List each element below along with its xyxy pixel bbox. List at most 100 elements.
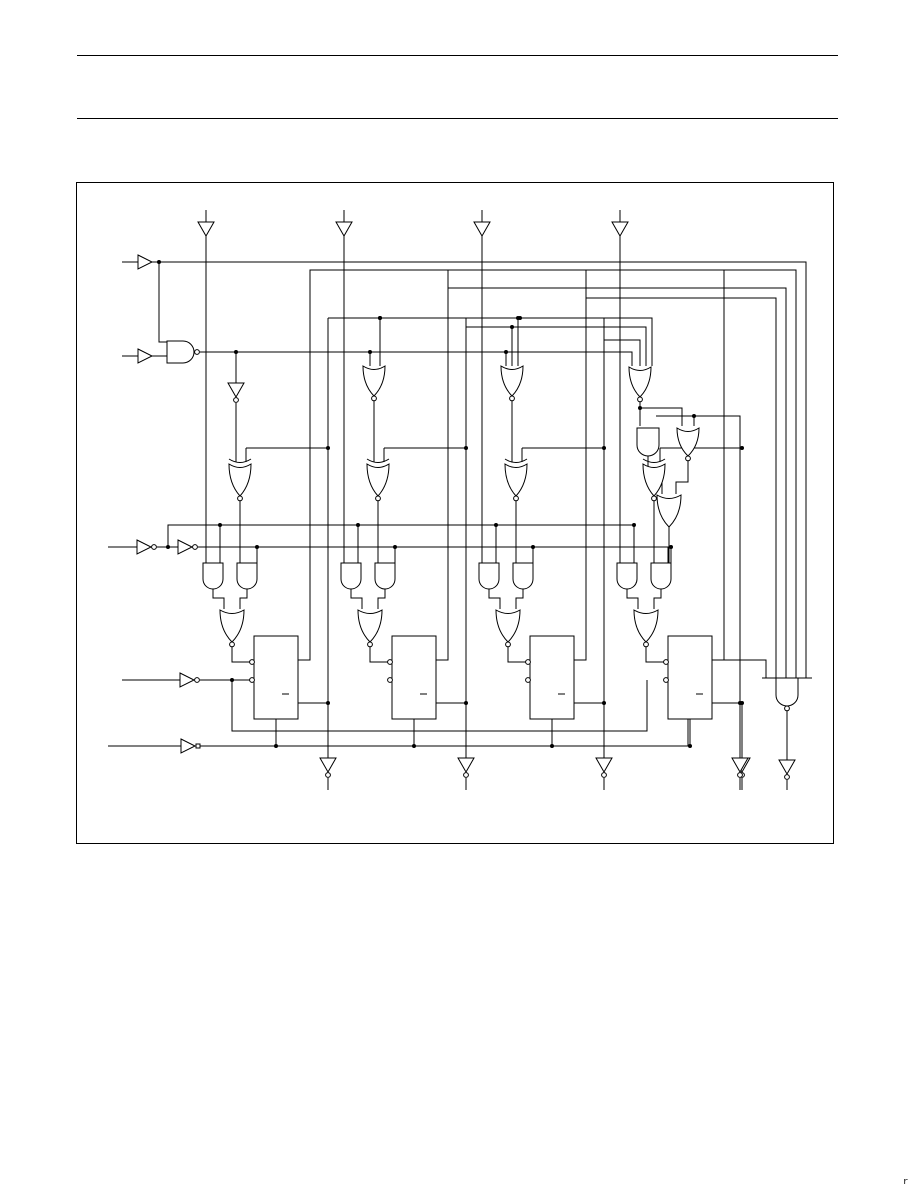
and-gate xyxy=(340,562,362,590)
input-bubble xyxy=(525,677,531,683)
junction-dot xyxy=(393,545,397,549)
output-inverter xyxy=(595,757,613,778)
q-feedback-wire xyxy=(436,270,449,661)
data-input-buffer xyxy=(611,221,629,238)
gate-layer xyxy=(136,221,799,780)
and-gate xyxy=(202,562,224,590)
nor-gate xyxy=(219,609,245,648)
input-bubble xyxy=(249,677,255,683)
bus-wire xyxy=(447,287,787,678)
junction-dot xyxy=(378,316,382,320)
junction-dot xyxy=(464,446,468,450)
data-input-buffer xyxy=(197,221,215,238)
and-gate xyxy=(374,562,396,590)
carry-or-gate xyxy=(656,494,682,528)
q-feedback-wire xyxy=(712,270,725,661)
carry-nor-gate xyxy=(676,427,700,462)
junction-dot xyxy=(638,406,642,410)
junction-dot xyxy=(602,701,606,705)
wire xyxy=(604,339,641,366)
wire xyxy=(328,317,653,366)
junction-dot xyxy=(602,446,606,450)
q-feedback-wire xyxy=(574,270,587,661)
output-inverter xyxy=(731,757,749,778)
junction-dot xyxy=(550,744,554,748)
xnor-chain-gate xyxy=(628,366,652,403)
wire xyxy=(645,646,650,663)
nor-gate xyxy=(495,609,521,648)
wire xyxy=(488,589,501,609)
bus-wire xyxy=(309,269,797,678)
and-gate xyxy=(512,562,534,590)
xnor-chain-gate xyxy=(500,365,524,402)
junction-dot xyxy=(326,446,330,450)
wire xyxy=(350,589,363,609)
junction-dot xyxy=(412,744,416,748)
output-inverter xyxy=(319,757,337,778)
output-nand-gate xyxy=(775,677,799,712)
input-inverter xyxy=(136,539,157,555)
wire xyxy=(200,351,633,366)
input-bubble xyxy=(387,677,393,683)
nor-gate xyxy=(633,609,659,648)
flip-flop xyxy=(529,635,575,720)
bus-wire xyxy=(152,261,807,678)
wire xyxy=(626,589,639,609)
and-gate xyxy=(650,562,672,590)
nor-gate xyxy=(357,609,383,648)
clear-buffer xyxy=(180,738,197,754)
wire xyxy=(377,589,386,609)
junction-dot xyxy=(518,316,522,320)
junction-dot xyxy=(531,545,535,549)
wire-network xyxy=(108,210,812,790)
inverter xyxy=(227,382,245,403)
xnor-gate xyxy=(504,458,528,502)
wire xyxy=(231,646,236,663)
wire xyxy=(198,546,669,566)
junction-dot xyxy=(326,701,330,705)
q-feedback-wire xyxy=(298,270,311,661)
logic-diagram-frame xyxy=(76,182,834,844)
wire xyxy=(167,524,635,566)
wire xyxy=(712,702,743,758)
input-buffer xyxy=(137,348,154,364)
wire xyxy=(653,589,662,609)
junction-dot xyxy=(692,414,696,418)
output-inverter xyxy=(778,759,796,780)
clear-marker xyxy=(195,743,201,749)
bus-wire xyxy=(585,297,777,678)
and-gate xyxy=(478,562,500,590)
wire xyxy=(200,719,689,747)
page-corner-mark: r xyxy=(903,1177,909,1187)
flip-flop xyxy=(667,635,713,720)
header-rule-bottom xyxy=(77,118,838,119)
carry-and-gate xyxy=(636,427,660,457)
input-bubble xyxy=(387,659,393,665)
header-rule-top xyxy=(77,55,838,56)
xnor-chain-gate xyxy=(362,365,386,402)
wire xyxy=(656,415,741,758)
input-bubble xyxy=(249,659,255,665)
wire xyxy=(158,262,167,343)
junction-dot xyxy=(255,545,259,549)
junction-dot xyxy=(740,446,744,450)
data-input-buffer xyxy=(335,221,353,238)
junction-dot xyxy=(234,350,238,354)
junction-dot xyxy=(368,350,372,354)
wire xyxy=(231,680,648,732)
clock-inverter xyxy=(179,672,200,688)
and-gate xyxy=(236,562,258,590)
and-gate xyxy=(616,562,638,590)
wire xyxy=(507,646,512,663)
junction-dot xyxy=(356,523,360,527)
wire xyxy=(466,326,647,366)
data-input-buffer xyxy=(473,221,491,238)
wire xyxy=(369,646,374,663)
flip-flop xyxy=(253,635,299,720)
input-buffer xyxy=(137,254,154,270)
junction-dot xyxy=(504,350,508,354)
wire xyxy=(515,589,524,609)
inverter xyxy=(177,539,198,555)
wire xyxy=(212,589,225,609)
xnor-gate xyxy=(366,458,390,502)
